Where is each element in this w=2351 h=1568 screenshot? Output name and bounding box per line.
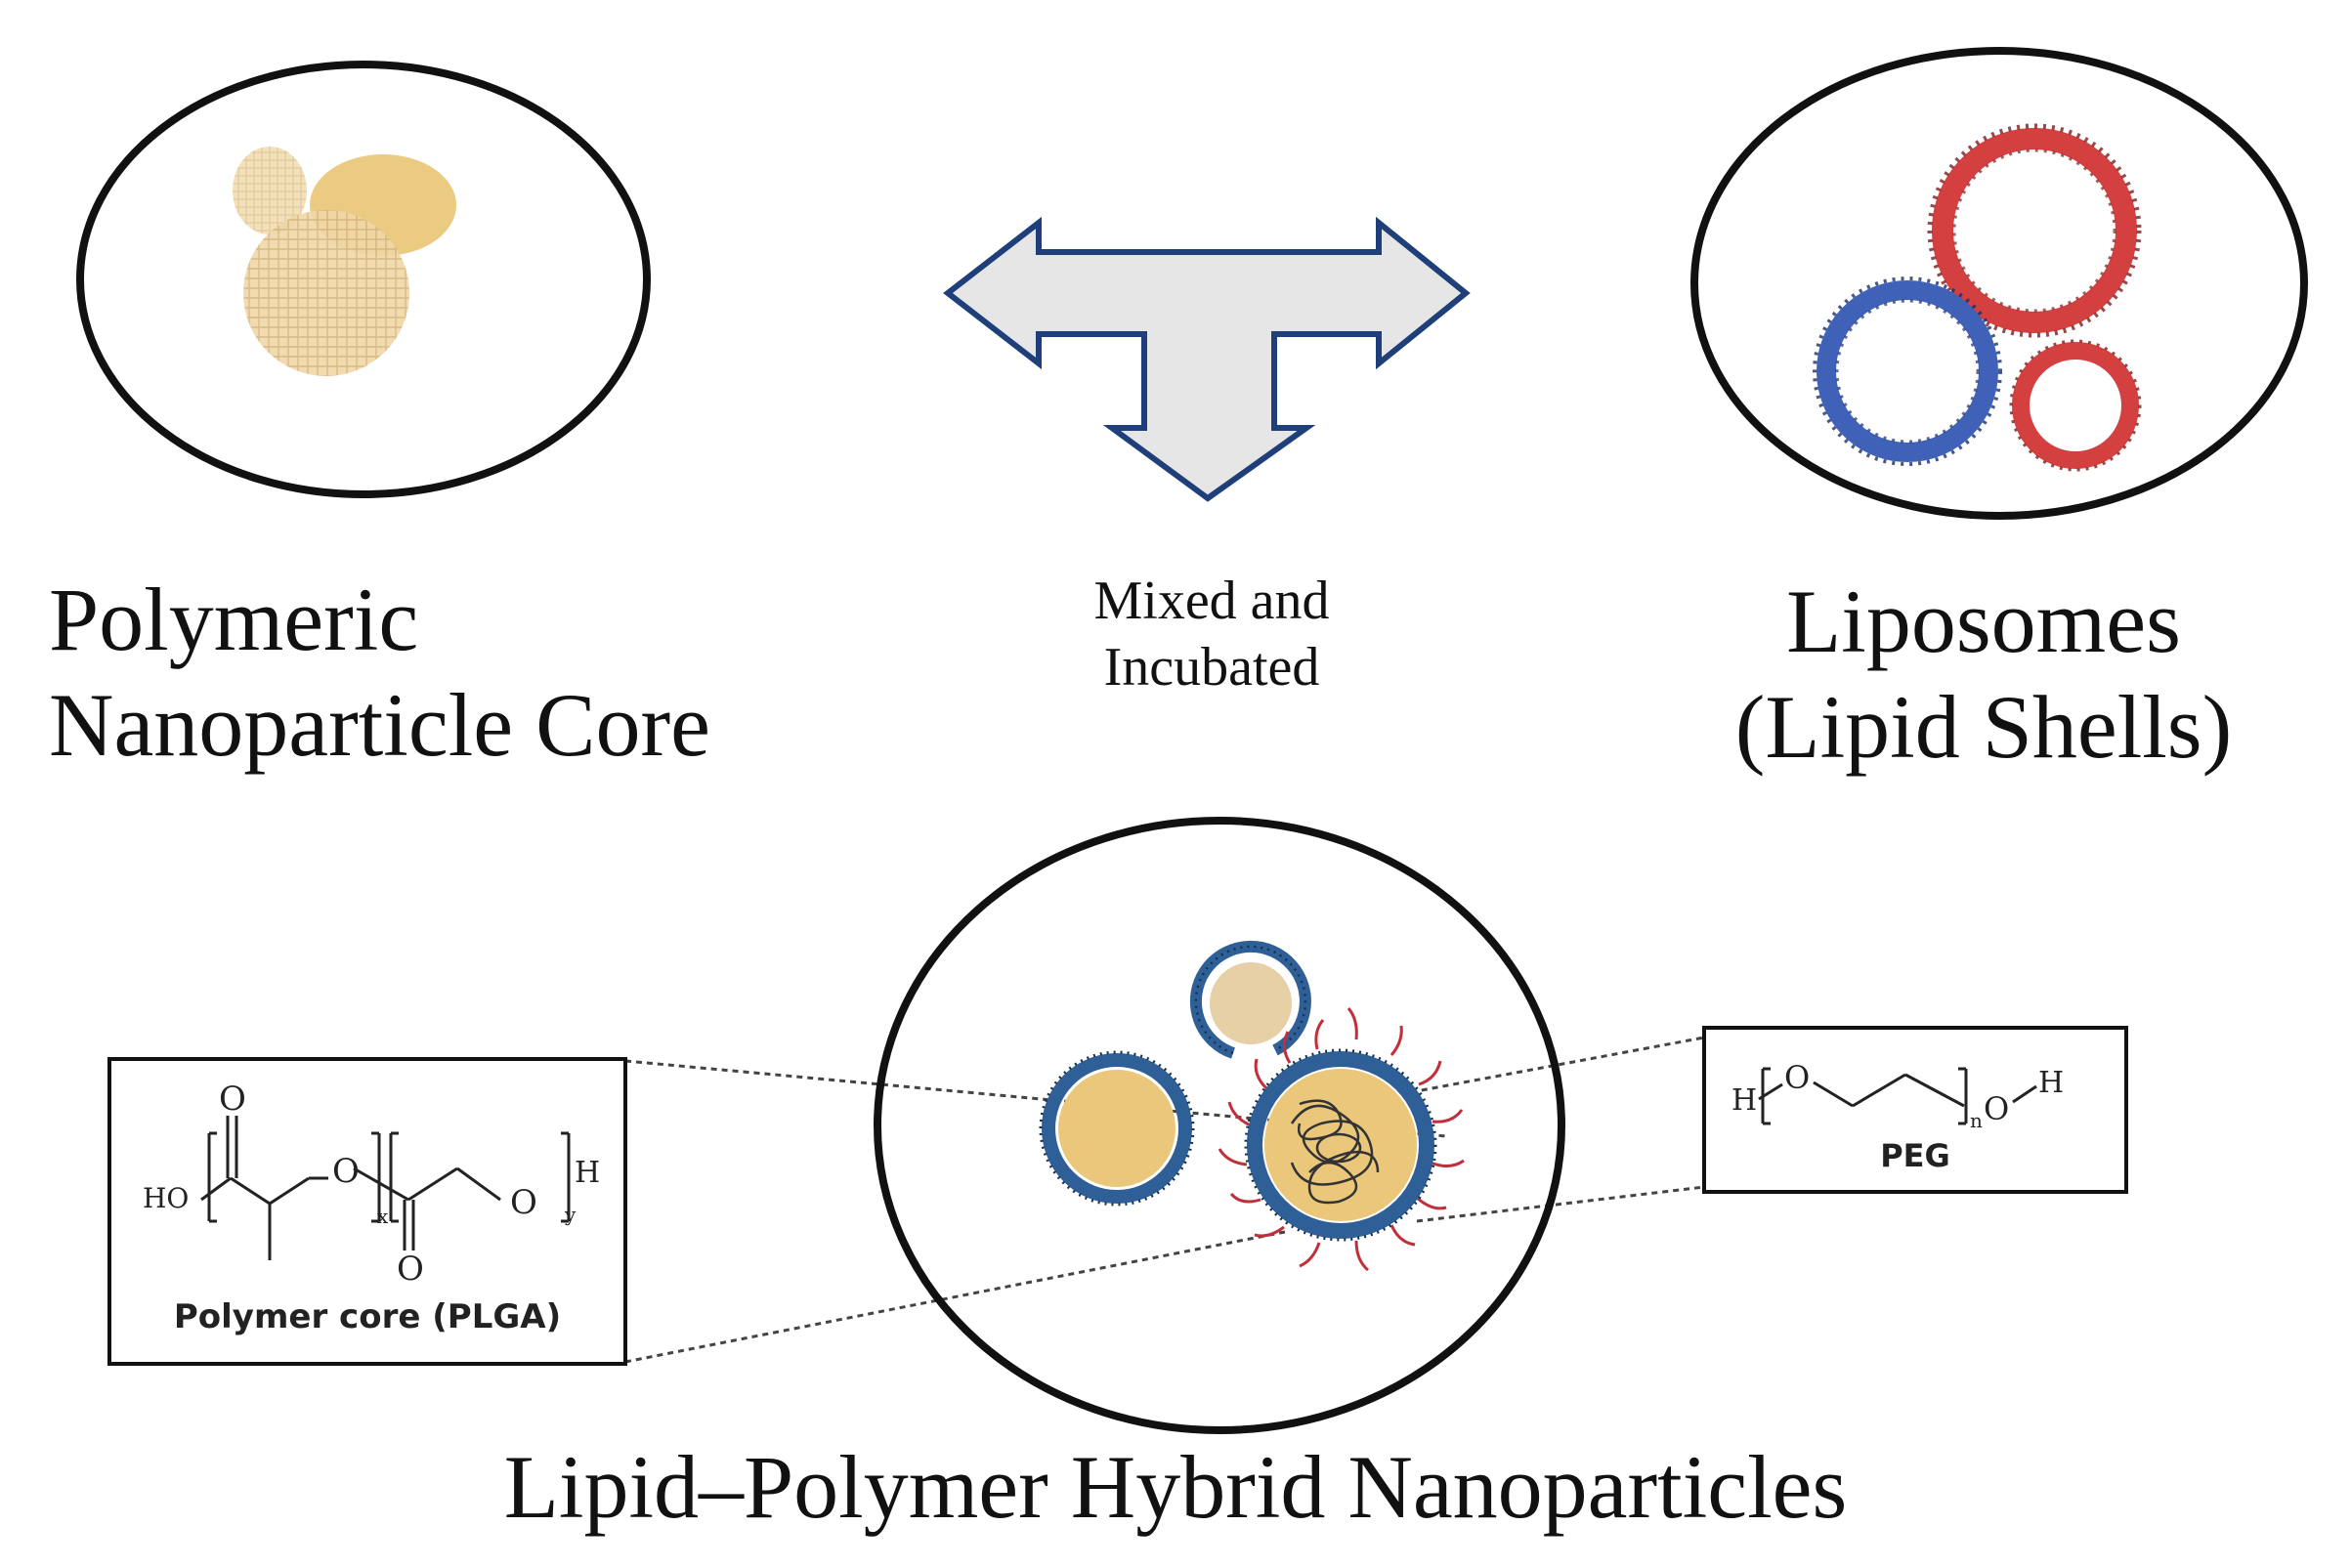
plga-h: H (575, 1156, 600, 1190)
liposomes-label-line1: Liposomes (1786, 572, 2181, 671)
polymer-tangle (1290, 1099, 1380, 1205)
connector-lines (624, 1036, 1705, 1364)
plga-o-top: O (219, 1080, 246, 1119)
liposomes-label-line2: (Lipid Shells) (1734, 677, 2233, 777)
hybrid-particle-pegylated (1264, 1069, 1417, 1221)
peg-chains (1218, 1007, 1465, 1272)
large-core-particle (243, 210, 409, 376)
plga-box-frame (107, 1057, 627, 1366)
plga-o-bottom: O (397, 1250, 424, 1289)
peg-h-right: H (2038, 1066, 2064, 1100)
plga-o-mid: O (332, 1152, 360, 1191)
mix-arrow (943, 216, 1471, 502)
peg-caption: PEG (1880, 1137, 1950, 1174)
liposomes-ellipse (1690, 47, 2308, 520)
liposome-red-large (1932, 128, 2137, 333)
peg-h-left: H (1731, 1083, 1757, 1118)
liposomes-panel (1690, 47, 2308, 520)
hybrid-particle-small (1210, 962, 1292, 1044)
plga-structure-box: O HO O x O O y H (107, 1057, 627, 1366)
hybrid-ellipse (874, 817, 1565, 1434)
mixed-label-line2: Incubated (1103, 637, 1320, 698)
plga-x: x (377, 1205, 389, 1228)
peg-o-left: O (1784, 1059, 1810, 1096)
t-arrow-icon (943, 216, 1471, 502)
small-core-particle (233, 147, 307, 234)
hybrid-particle-medium (1058, 1070, 1176, 1187)
polymeric-label-line2: Nanoparticle Core (49, 675, 710, 775)
mixed-label-line1: Mixed and (1093, 571, 1330, 631)
polymeric-core-ellipse (76, 61, 651, 498)
peg-structure-box: H O n O H (1702, 1026, 2128, 1194)
polymeric-core-panel (76, 61, 651, 498)
plga-y: y (564, 1203, 577, 1226)
peg-o-right: O (1984, 1090, 2009, 1127)
plga-caption: Polymer core (PLGA) (173, 1297, 562, 1336)
hybrid-title: Lipid–Polymer Hybrid Nanoparticles (503, 1437, 1848, 1537)
peg-n: n (1970, 1109, 1983, 1132)
plga-ho: HO (143, 1182, 189, 1214)
peg-box-frame (1702, 1026, 2128, 1194)
liposome-red-small (2012, 342, 2139, 469)
liposome-blue (1817, 280, 1998, 462)
hybrid-panel (874, 817, 1565, 1434)
plga-o-right: O (510, 1183, 537, 1222)
polymeric-label-line1: Polymeric (49, 570, 419, 669)
